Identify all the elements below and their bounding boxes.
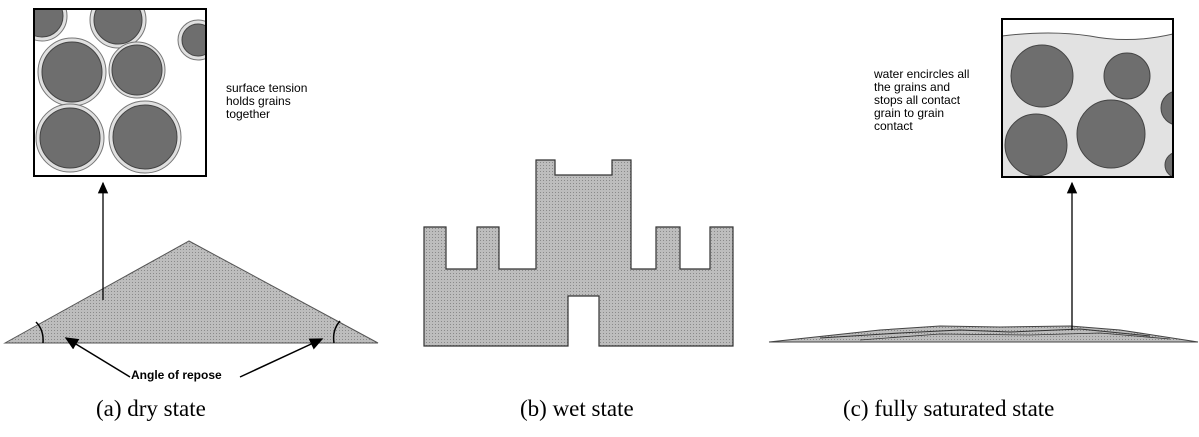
saturated-water-note: water encircles all the grains and stops… xyxy=(874,67,970,133)
saturated-sand-layer xyxy=(768,325,1199,343)
angle-arc-left xyxy=(35,321,44,344)
caption-dry-state: (a) dry state xyxy=(96,396,206,421)
caption-saturated-state: (c) fully saturated state xyxy=(843,396,1055,421)
angle-arrow-left xyxy=(64,337,131,378)
saturated-state-panel xyxy=(768,18,1199,343)
dry-state-panel xyxy=(3,8,379,378)
angle-arc-right xyxy=(332,320,341,344)
caption-wet-state: (b) wet state xyxy=(520,396,634,421)
wet-sand-castle xyxy=(423,159,734,347)
angle-arrow-right xyxy=(239,338,324,378)
wet-state-panel xyxy=(423,159,734,347)
dry-grain-inset xyxy=(33,8,207,177)
dry-surface-tension-note: surface tension holds grains together xyxy=(226,81,308,121)
saturated-grain-inset xyxy=(1001,18,1174,178)
angle-of-repose-label: Angle of repose xyxy=(131,368,222,382)
dry-sand-pile xyxy=(3,240,379,344)
